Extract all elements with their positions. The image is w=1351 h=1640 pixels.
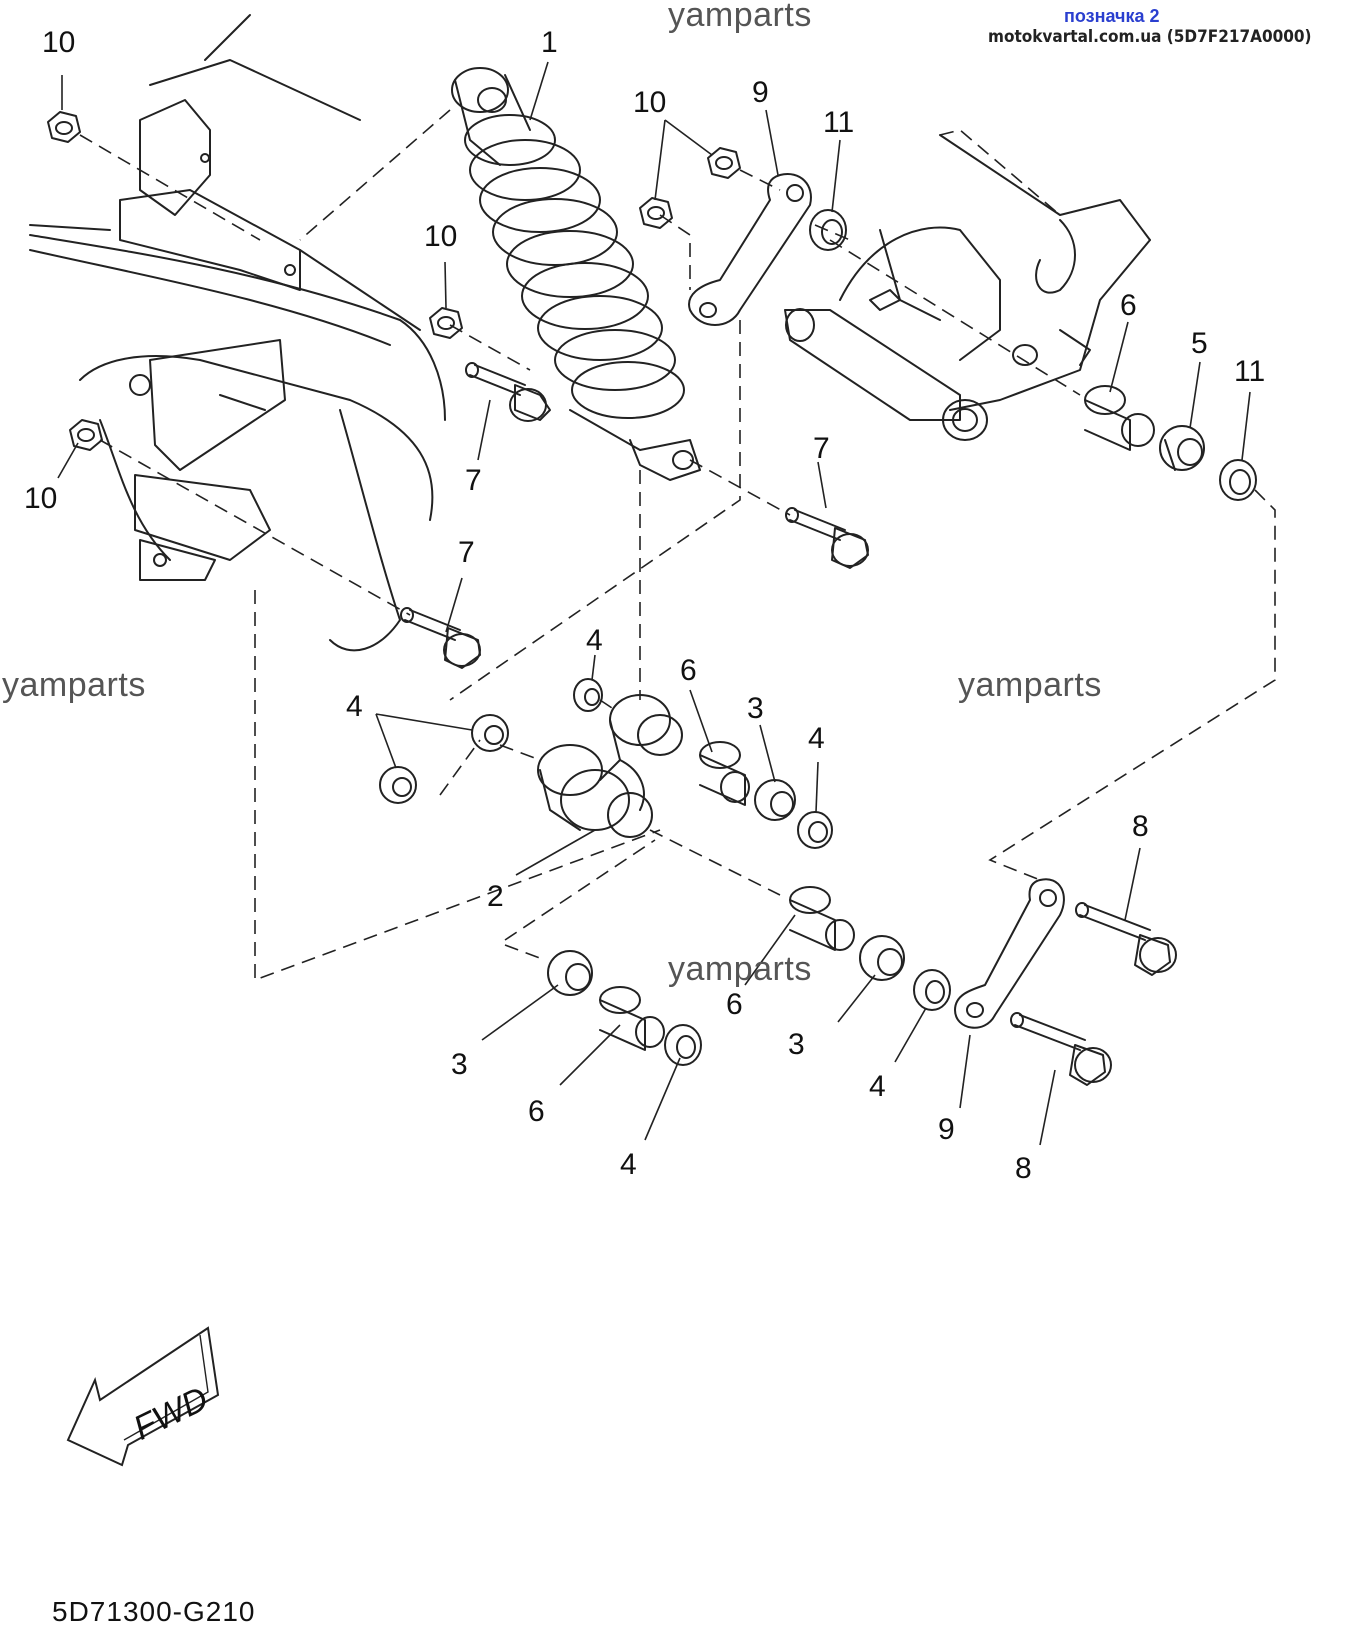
oil-seal-4-top <box>573 678 603 712</box>
nut-10-left-bottom <box>69 419 103 451</box>
frame-outline <box>29 14 446 652</box>
nut-10-upper-b <box>639 197 673 229</box>
part-label-6: 6 <box>528 1095 545 1128</box>
oil-seal-4-lower-right <box>913 969 951 1011</box>
part-label-6: 6 <box>726 988 743 1021</box>
watermark-left: yamparts <box>2 666 146 704</box>
leader-lines <box>57 61 1251 1146</box>
part-label-10: 10 <box>633 86 667 119</box>
connecting-rod-9-lower <box>954 878 1065 1029</box>
oil-seal-4-left-a <box>471 714 509 752</box>
part-label-1: 1 <box>541 26 558 59</box>
oil-seal-4-lower-left <box>664 1024 702 1066</box>
part-label-7: 7 <box>813 432 830 465</box>
part-label-6: 6 <box>1120 289 1137 322</box>
watermark-center: yamparts <box>668 950 812 988</box>
bolt-7-bottom <box>400 607 481 669</box>
part-label-8: 8 <box>1015 1152 1032 1185</box>
collar-6-lower-right <box>789 886 855 951</box>
watermark-top: yamparts <box>668 0 812 34</box>
shock-absorber <box>451 67 701 481</box>
part-label-11: 11 <box>1234 355 1266 388</box>
bolt-8-lower <box>1010 1012 1112 1086</box>
part-label-5: 5 <box>1191 327 1208 360</box>
part-label-9: 9 <box>752 76 769 109</box>
part-label-10: 10 <box>424 220 458 253</box>
oil-seal-11-right <box>1219 459 1257 501</box>
bolt-8-upper <box>1075 902 1177 976</box>
bolt-7-mid <box>465 362 551 422</box>
part-label-4: 4 <box>808 722 825 755</box>
part-label-4: 4 <box>869 1070 886 1103</box>
nut-10-left-top <box>47 111 81 143</box>
watermark-right: yamparts <box>958 666 1102 704</box>
relay-arm <box>537 694 683 838</box>
part-label-10: 10 <box>24 482 58 515</box>
collar-6-right <box>1084 385 1155 451</box>
part-label-3: 3 <box>747 692 764 725</box>
part-label-3: 3 <box>788 1028 805 1061</box>
assembly-lines <box>79 109 1276 982</box>
swingarm-outline <box>784 134 1151 441</box>
part-label-7: 7 <box>458 536 475 569</box>
part-label-6: 6 <box>680 654 697 687</box>
part-label-11: 11 <box>823 106 855 139</box>
part-label-4: 4 <box>586 624 603 657</box>
part-label-8: 8 <box>1132 810 1149 843</box>
collar-6-mid <box>699 741 750 806</box>
oil-seal-11-upper <box>809 209 847 251</box>
part-label-10: 10 <box>42 26 76 59</box>
bearing-3-lower-left <box>547 950 593 996</box>
part-label-7: 7 <box>465 464 482 497</box>
part-label-9: 9 <box>938 1113 955 1146</box>
part-label-3: 3 <box>451 1048 468 1081</box>
header-site: motokvartal.com.ua (5D7F217A0000) <box>988 27 1312 47</box>
nut-10-mid <box>429 307 463 339</box>
bolt-7-right <box>785 507 869 569</box>
bearing-3-lower-right <box>859 935 905 981</box>
oil-seal-4-mid <box>797 811 833 849</box>
part-label-2: 2 <box>487 880 504 913</box>
oil-seal-4-left-b <box>379 766 417 804</box>
bearing-5 <box>1159 425 1205 471</box>
part-label-4: 4 <box>620 1148 637 1181</box>
header-link[interactable]: позначка 2 <box>1064 6 1160 26</box>
fwd-arrow: FWD <box>66 1326 220 1467</box>
part-label-4: 4 <box>346 690 363 723</box>
diagram-code: 5D71300-G210 <box>52 1596 256 1627</box>
nut-10-upper-a <box>707 147 741 179</box>
connecting-rod-9-upper <box>688 173 812 326</box>
fwd-label: FWD <box>128 1380 214 1448</box>
bearing-3-mid <box>754 779 796 821</box>
collar-6-lower-left <box>599 986 665 1051</box>
